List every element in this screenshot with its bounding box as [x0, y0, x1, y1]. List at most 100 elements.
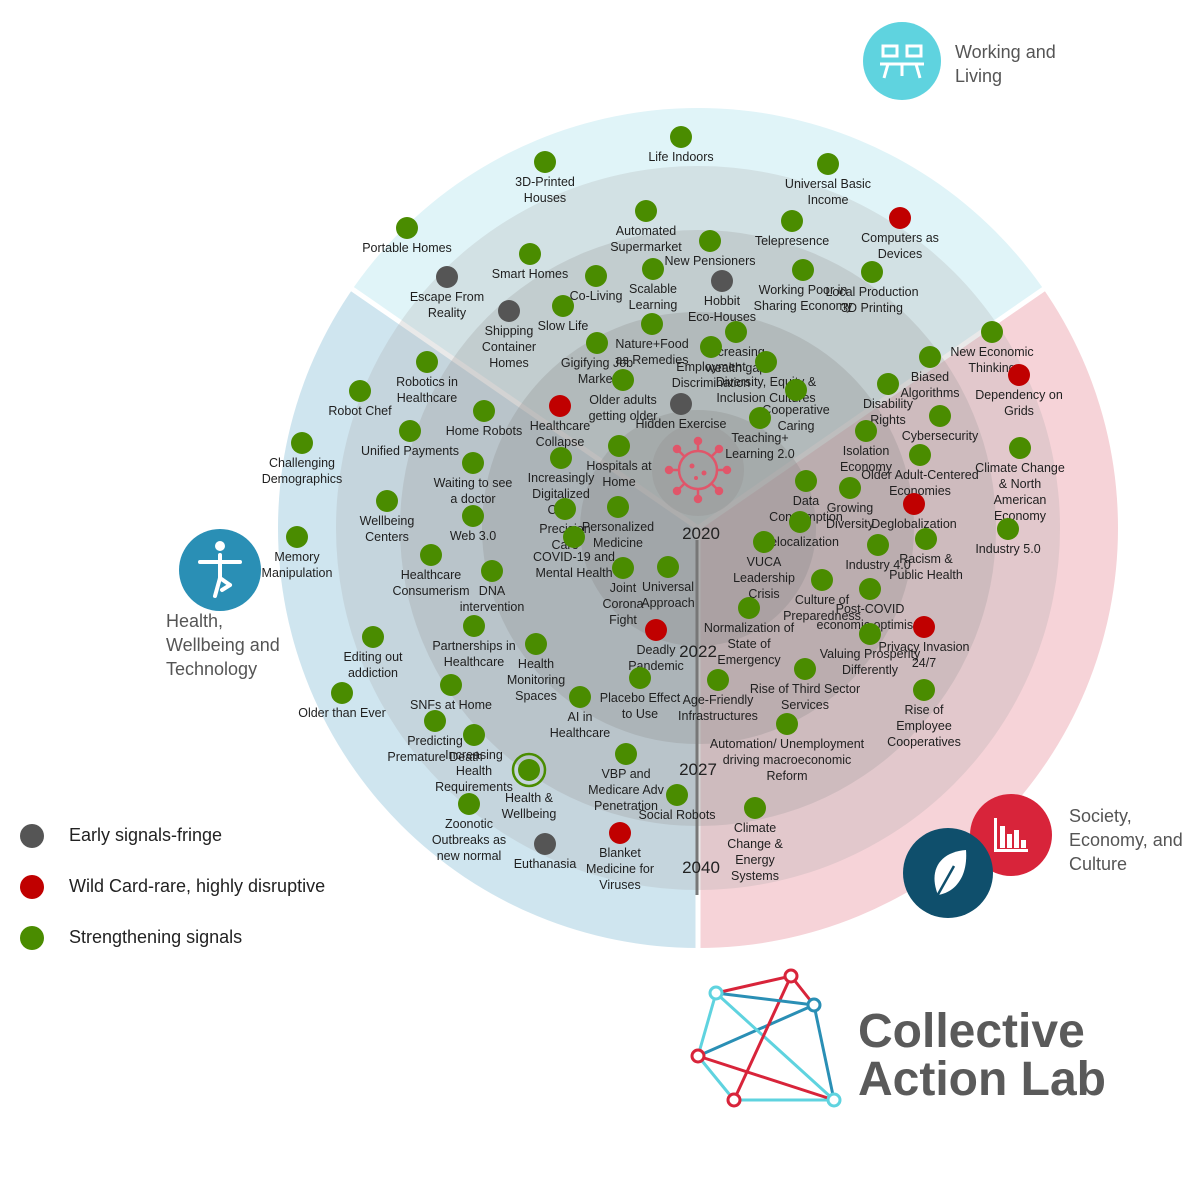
category-label-health: Health, Wellbeing and Technology: [166, 611, 280, 679]
signal-dot: [859, 578, 881, 600]
signal-label: Delocalization: [761, 535, 839, 549]
signal-dot: [903, 493, 925, 515]
signal-dot: [569, 686, 591, 708]
signal-label: Portable Homes: [362, 241, 452, 255]
legend-dot-strong: [20, 925, 44, 950]
legend-dot-early: [20, 823, 44, 848]
signal-strong: Slow Life: [538, 295, 588, 333]
legend-label: Wild Card-rare, highly disruptive: [69, 876, 326, 896]
signal-label: Racism &Public Health: [889, 552, 963, 582]
signal-label: Euthanasia: [514, 857, 577, 871]
category-badge-society: [970, 794, 1052, 876]
signal-label: Older than Ever: [298, 706, 386, 720]
signal-label: Web 3.0: [450, 529, 496, 543]
legend-label: Early signals-fringe: [69, 825, 223, 845]
signal-dot: [749, 407, 771, 429]
signal-dot: [859, 623, 881, 645]
signal-dot: [792, 259, 814, 281]
signal-label: Teaching+Learning 2.0: [725, 431, 795, 461]
year-label-2020: 2020: [682, 524, 720, 543]
signal-dot: [396, 217, 418, 239]
signal-dot: [585, 265, 607, 287]
signal-strong-ring: Health &Wellbeing: [502, 752, 556, 821]
signal-dot: [670, 393, 692, 415]
signal-dot: [861, 261, 883, 283]
signal-strong: Older than Ever: [298, 682, 386, 720]
signal-dot: [586, 332, 608, 354]
signal-label: Co-Living: [570, 289, 623, 303]
signal-dot: [889, 207, 911, 229]
signal-dot: [463, 724, 485, 746]
signal-dot: [331, 682, 353, 704]
sector-divider-left: [288, 243, 700, 531]
signal-dot: [424, 710, 446, 732]
signal-dot: [929, 405, 951, 427]
signal-dot: [463, 615, 485, 637]
signal-dot: [919, 346, 941, 368]
signal-label: Unified Payments: [361, 444, 459, 458]
signal-early: Hidden Exercise: [635, 393, 727, 431]
legend-dot-wild: [20, 874, 44, 899]
signal-label: Social Robots: [638, 808, 715, 822]
signal-dot: [811, 569, 833, 591]
signal-dot: [440, 674, 462, 696]
signal-dot: [399, 420, 421, 442]
signal-dot: [642, 258, 664, 280]
signal-dot: [420, 544, 442, 566]
signal-strong: Web 3.0: [450, 505, 496, 543]
signal-dot: [913, 616, 935, 638]
signal-wild: Deglobalization: [871, 493, 957, 531]
signal-strong: Co-Living: [570, 265, 623, 303]
signal-dot: [609, 822, 631, 844]
signal-dot: [817, 153, 839, 175]
signal-dot: [376, 490, 398, 512]
signal-dot: [518, 759, 540, 781]
bar-chart-icon: [994, 818, 1028, 852]
signal-dot: [534, 833, 556, 855]
year-label-2040: 2040: [682, 858, 720, 877]
leaf-icon: [934, 850, 967, 899]
signal-strong: Racism &Public Health: [889, 528, 963, 582]
signal-label: SNFs at Home: [410, 698, 492, 712]
signal-dot: [711, 270, 733, 292]
signal-dot: [554, 498, 576, 520]
signal-dot: [795, 470, 817, 492]
year-label-2027: 2027: [679, 760, 717, 779]
